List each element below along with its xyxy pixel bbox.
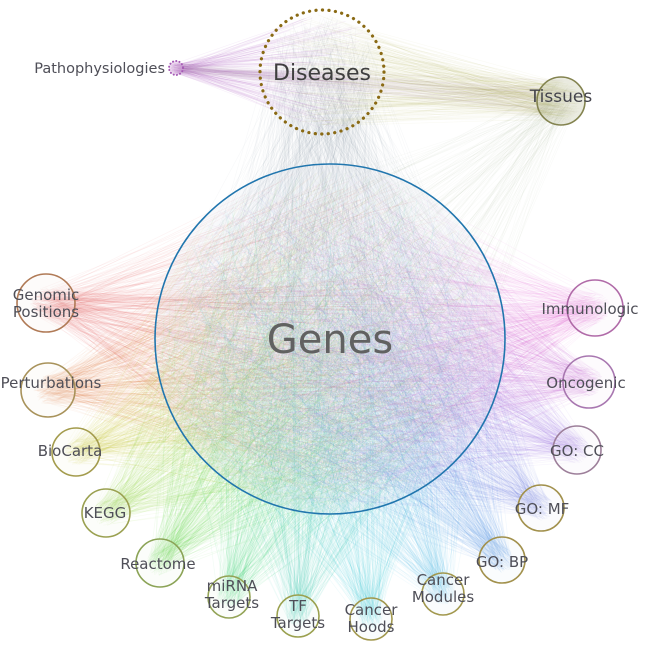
edge-bundle-biocarta-to-genes xyxy=(63,171,496,500)
label-line-go-bp-0: GO: BP xyxy=(476,553,528,571)
node-perturbations[interactable] xyxy=(20,362,76,418)
label-line-cancer-modules-1: Modules xyxy=(412,588,475,606)
label-line-genomic-positions-1: Positions xyxy=(13,303,79,321)
label-line-cancer-modules-0: Cancer xyxy=(417,571,471,589)
node-mirna-targets[interactable] xyxy=(207,575,251,619)
node-circles xyxy=(16,8,624,641)
label-genes: Genes xyxy=(267,317,393,363)
edge-bundle-immunologic-to-genes xyxy=(163,179,610,507)
node-immunologic[interactable] xyxy=(566,279,624,337)
label-go-bp: GO: BP xyxy=(476,553,528,571)
node-tissues[interactable] xyxy=(536,76,586,126)
label-line-pathophysiologies-0: Pathophysiologies xyxy=(34,61,165,77)
label-go-cc: GO: CC xyxy=(550,442,604,460)
edge-bundle-go-cc-to-genes xyxy=(163,174,591,505)
edge-bundle-tissues-to-diseases xyxy=(265,14,580,126)
label-line-tf-targets-0: TF xyxy=(288,597,307,615)
label-perturbations: Perturbations xyxy=(1,374,102,392)
node-go-bp[interactable] xyxy=(478,536,526,584)
node-genes[interactable] xyxy=(154,163,506,515)
edge-bundle-cancer-modules-to-genes xyxy=(165,180,500,605)
node-reactome[interactable] xyxy=(135,538,185,588)
node-genomic-positions[interactable] xyxy=(16,273,76,333)
node-biocarta[interactable] xyxy=(51,427,101,477)
edge-bundle-perturbations-to-genes xyxy=(33,172,495,494)
label-diseases: Diseases xyxy=(273,61,371,86)
edge-bundle-cancer-hoods-to-genes xyxy=(162,173,491,631)
label-line-tissues-0: Tissues xyxy=(529,87,593,107)
node-diseases[interactable] xyxy=(258,8,386,136)
edge-bundle-go-bp-to-genes xyxy=(170,173,515,573)
label-kegg: KEGG xyxy=(84,504,127,522)
node-kegg[interactable] xyxy=(81,488,131,538)
edge-bundle-kegg-to-genes xyxy=(93,172,489,526)
label-oncogenic: Oncogenic xyxy=(546,374,625,392)
node-cancer-hoods[interactable] xyxy=(349,597,393,641)
label-line-perturbations-0: Perturbations xyxy=(1,374,102,392)
label-line-go-mf-0: GO: MF xyxy=(515,500,570,518)
node-labels: Genes Diseases PathophysiologiesTissuesGen… xyxy=(1,61,639,636)
label-line-cancer-hoods-0: Cancer xyxy=(345,601,399,619)
label-line-tf-targets-1: Targets xyxy=(270,614,325,632)
label-line-reactome-0: Reactome xyxy=(120,555,195,573)
label-go-mf: GO: MF xyxy=(515,500,570,518)
edge-bundle-go-mf-to-genes xyxy=(165,173,553,521)
edge-bundle-pathophysiologies-to-diseases xyxy=(170,16,378,129)
label-tissues: Tissues xyxy=(529,87,593,107)
node-pathophysiologies[interactable] xyxy=(168,60,184,76)
label-reactome: Reactome xyxy=(120,555,195,573)
edge-bundles xyxy=(29,14,610,631)
label-biocarta: BioCarta xyxy=(38,442,103,460)
node-cancer-modules[interactable] xyxy=(421,572,465,616)
label-line-diseases-0: Diseases xyxy=(273,61,371,86)
label-line-mirna-targets-0: miRNA xyxy=(207,577,258,595)
edge-bundle-reactome-to-genes xyxy=(146,172,495,577)
node-go-mf[interactable] xyxy=(517,484,565,532)
node-tf-targets[interactable] xyxy=(276,594,320,638)
edge-bundle-diseases-to-genes xyxy=(163,17,498,509)
label-line-mirna-targets-1: Targets xyxy=(204,594,259,612)
label-immunologic: Immunologic xyxy=(541,300,638,318)
edge-bundle-oncogenic-to-genes xyxy=(160,174,604,504)
edge-bundle-tf-targets-to-genes xyxy=(160,176,496,628)
edge-bundle-genomic-positions-to-genes xyxy=(29,173,499,509)
label-line-go-cc-0: GO: CC xyxy=(550,442,604,460)
label-line-biocarta-0: BioCarta xyxy=(38,442,103,460)
edge-bundle-tissues-to-genes xyxy=(167,81,580,504)
node-oncogenic[interactable] xyxy=(562,355,616,409)
label-line-genomic-positions-0: Genomic xyxy=(13,286,80,304)
edge-bundle-mirna-targets-to-genes xyxy=(163,175,500,609)
edge-bundle-pathophysiologies-to-tissues xyxy=(171,62,581,120)
label-line-kegg-0: KEGG xyxy=(84,504,127,522)
label-line-genes-0: Genes xyxy=(267,317,393,363)
label-line-oncogenic-0: Oncogenic xyxy=(546,374,625,392)
label-line-immunologic-0: Immunologic xyxy=(541,300,638,318)
node-go-cc[interactable] xyxy=(552,425,602,475)
label-line-cancer-hoods-1: Hoods xyxy=(348,618,395,636)
label-pathophysiologies: Pathophysiologies xyxy=(34,61,165,77)
